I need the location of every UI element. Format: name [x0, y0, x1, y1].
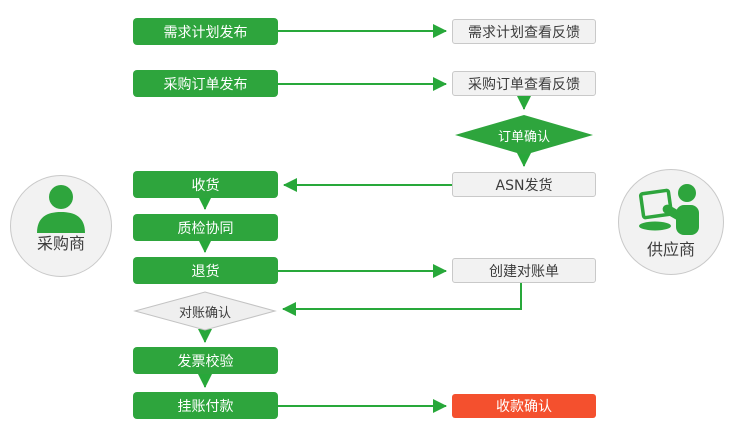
order-confirm-label: 订单确认 [497, 129, 550, 145]
order-confirm-diamond [455, 115, 593, 155]
node-payment-receipt-confirm: 收款确认 [452, 394, 596, 418]
reconciliation-confirm-label: 对账确认 [178, 305, 231, 321]
node-purchase-order-publish: 采购订单发布 [133, 70, 278, 97]
supplier-label: 供应商 [646, 240, 695, 259]
node-create-reconciliation: 创建对账单 [452, 258, 596, 283]
buyer-label: 采购商 [36, 234, 85, 253]
node-quality-inspection: 质检协同 [133, 214, 278, 241]
buyer-actor: 采购商 [10, 175, 112, 277]
node-demand-plan-view-feedback: 需求计划查看反馈 [452, 19, 596, 44]
person-with-laptop-icon [638, 184, 699, 235]
supplier-actor: 供应商 [618, 169, 724, 275]
node-invoice-verification: 发票校验 [133, 347, 278, 374]
node-asn-shipment: ASN发货 [452, 172, 596, 197]
node-goods-receipt: 收货 [133, 171, 278, 198]
node-accrual-payment: 挂账付款 [133, 392, 278, 419]
reconciliation-confirm-diamond [133, 291, 277, 331]
node-demand-plan-publish: 需求计划发布 [133, 18, 278, 45]
node-po-view-feedback: 采购订单查看反馈 [452, 71, 596, 96]
node-goods-return: 退货 [133, 257, 278, 284]
person-icon [37, 185, 85, 233]
arrow-create-statement-to-reconciliation [282, 283, 522, 316]
